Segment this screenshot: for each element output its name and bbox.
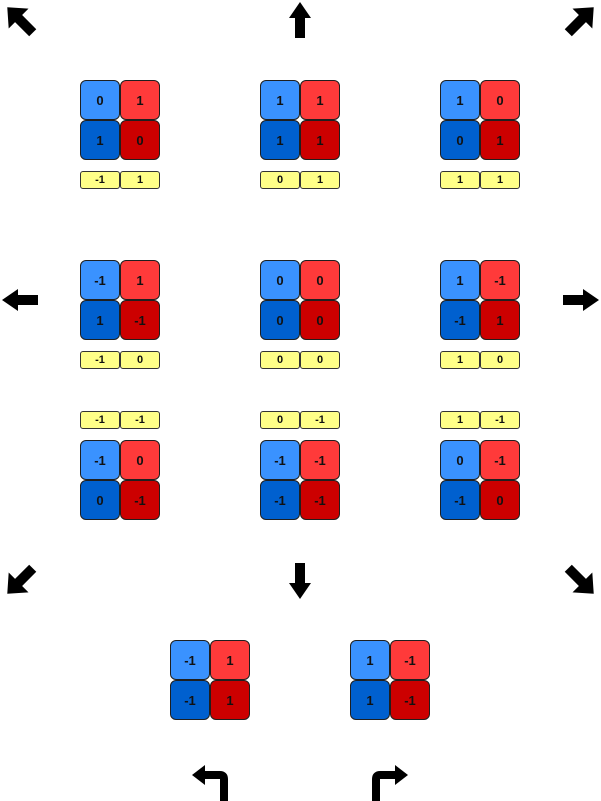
grid-left: -1 1 1 -1 — [80, 260, 160, 340]
bar-cell: -1 — [80, 351, 120, 369]
grid-cell: 0 — [300, 300, 340, 340]
arrow-down-icon — [289, 563, 311, 599]
bar-cell: 1 — [440, 411, 480, 429]
grid-cell: 1 — [350, 680, 390, 720]
grid-cell: 0 — [120, 120, 160, 160]
arrow-down-right-icon — [564, 564, 594, 594]
grid-cell: -1 — [80, 440, 120, 480]
turn-left-icon — [192, 765, 228, 801]
grid-cell: -1 — [80, 260, 120, 300]
grid-cell: -1 — [390, 680, 430, 720]
bar-cell: -1 — [120, 411, 160, 429]
grid-center: 0 0 0 0 — [260, 260, 340, 340]
grid-cell: 0 — [480, 80, 520, 120]
grid-cell: -1 — [390, 640, 430, 680]
grid-cell: 1 — [350, 640, 390, 680]
bar-cell: 0 — [260, 351, 300, 369]
grid-cell: -1 — [480, 440, 520, 480]
grid-cell: 1 — [120, 80, 160, 120]
arrow-up-icon — [289, 2, 311, 38]
grid-cell: 1 — [480, 120, 520, 160]
grid-cell: 0 — [120, 440, 160, 480]
bar-cell: 1 — [300, 171, 340, 189]
bar-cell: 0 — [120, 351, 160, 369]
grid-cell: -1 — [170, 640, 210, 680]
grid-down: -1 -1 -1 -1 — [260, 440, 340, 520]
grid-cell: 1 — [80, 300, 120, 340]
grid-up-left: 0 1 1 0 — [80, 80, 160, 160]
bar-up-left: -1 1 — [80, 171, 160, 189]
arrow-up-left-icon — [7, 7, 37, 37]
grid-cell: 1 — [260, 80, 300, 120]
bar-up: 0 1 — [260, 171, 340, 189]
grid-cell: 0 — [80, 80, 120, 120]
grid-cell: 0 — [440, 440, 480, 480]
grid-cell: 1 — [120, 260, 160, 300]
grid-cell: 1 — [300, 120, 340, 160]
grid-cell: 1 — [300, 80, 340, 120]
bar-cell: 1 — [480, 171, 520, 189]
grid-cell: 0 — [80, 480, 120, 520]
grid-cell: 0 — [440, 120, 480, 160]
bar-cell: 0 — [300, 351, 340, 369]
bar-right: 1 0 — [440, 351, 520, 369]
bar-cell: 0 — [260, 411, 300, 429]
arrow-down-left-icon — [7, 564, 37, 594]
grid-cell: -1 — [170, 680, 210, 720]
grid-cell: -1 — [120, 300, 160, 340]
bar-down-right: 1 -1 — [440, 411, 520, 429]
grid-up-right: 1 0 0 1 — [440, 80, 520, 160]
grid-cell: 1 — [480, 300, 520, 340]
bar-cell: -1 — [480, 411, 520, 429]
bar-cell: 1 — [440, 351, 480, 369]
grid-cell: -1 — [120, 480, 160, 520]
grid-cell: 0 — [260, 260, 300, 300]
arrow-up-right-icon — [564, 7, 594, 37]
bar-cell: -1 — [80, 171, 120, 189]
grid-cell: 1 — [80, 120, 120, 160]
grid-up: 1 1 1 1 — [260, 80, 340, 160]
grid-cell: -1 — [440, 300, 480, 340]
grid-cell: 1 — [440, 80, 480, 120]
grid-turn-left: -1 1 -1 1 — [170, 640, 250, 720]
bar-cell: 0 — [480, 351, 520, 369]
grid-cell: -1 — [260, 440, 300, 480]
bar-down-left: -1 -1 — [80, 411, 160, 429]
grid-cell: -1 — [300, 480, 340, 520]
grid-right: 1 -1 -1 1 — [440, 260, 520, 340]
grid-down-left: -1 0 0 -1 — [80, 440, 160, 520]
arrow-left-icon — [2, 289, 38, 311]
grid-cell: 0 — [260, 300, 300, 340]
grid-cell: -1 — [300, 440, 340, 480]
bar-up-right: 1 1 — [440, 171, 520, 189]
grid-cell: -1 — [480, 260, 520, 300]
grid-turn-right: 1 -1 1 -1 — [350, 640, 430, 720]
grid-cell: 1 — [260, 120, 300, 160]
grid-cell: 1 — [440, 260, 480, 300]
bar-left: -1 0 — [80, 351, 160, 369]
bar-cell: -1 — [300, 411, 340, 429]
grid-cell: 0 — [300, 260, 340, 300]
bar-center: 0 0 — [260, 351, 340, 369]
grid-cell: -1 — [260, 480, 300, 520]
bar-cell: 1 — [440, 171, 480, 189]
bar-down: 0 -1 — [260, 411, 340, 429]
grid-cell: 1 — [210, 680, 250, 720]
grid-down-right: 0 -1 -1 0 — [440, 440, 520, 520]
arrow-right-icon — [563, 289, 599, 311]
bar-cell: 0 — [260, 171, 300, 189]
grid-cell: -1 — [440, 480, 480, 520]
grid-cell: 1 — [210, 640, 250, 680]
bar-cell: -1 — [80, 411, 120, 429]
grid-cell: 0 — [480, 480, 520, 520]
turn-right-icon — [372, 765, 408, 801]
bar-cell: 1 — [120, 171, 160, 189]
